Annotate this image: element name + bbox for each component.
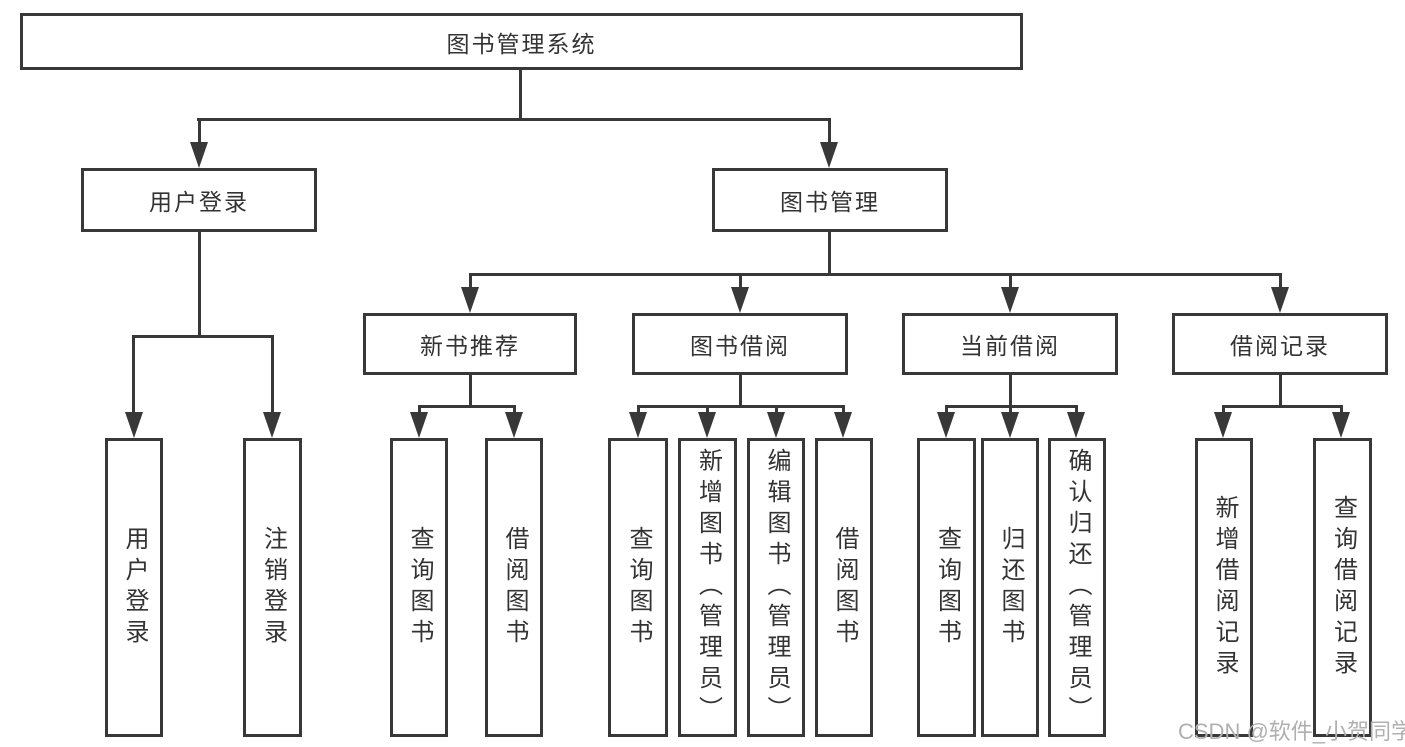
connector-line <box>418 405 421 414</box>
connector-line <box>198 118 201 144</box>
connector-line <box>842 405 845 414</box>
connector-line <box>469 273 472 289</box>
arrowhead <box>505 412 523 438</box>
arrowhead <box>263 412 281 438</box>
node-label: 用户登录 <box>149 189 249 215</box>
connector-line <box>637 405 845 408</box>
node-borrow-records: 借阅记录 <box>1172 313 1388 375</box>
arrowhead <box>820 142 838 168</box>
arrowhead <box>731 287 749 313</box>
arrowhead <box>125 412 143 438</box>
arrowhead <box>410 412 428 438</box>
node-label: 确认归还（管理员） <box>1064 448 1091 727</box>
leaf-query-books-current: 查询图书 <box>917 438 976 737</box>
node-label: 图书借阅 <box>690 333 790 359</box>
leaf-query-books-borrow: 查询图书 <box>608 438 668 737</box>
node-label: 图书管理 <box>780 189 880 215</box>
arrowhead <box>1332 412 1350 438</box>
arrowhead <box>1001 412 1019 438</box>
connector-line <box>519 69 522 118</box>
leaf-add-borrow-record: 新增借阅记录 <box>1195 438 1253 737</box>
arrowhead <box>1067 412 1085 438</box>
connector-line <box>197 118 831 121</box>
node-current-borrow: 当前借阅 <box>902 313 1118 375</box>
node-label: 查询图书 <box>625 525 652 650</box>
connector-line <box>706 405 709 414</box>
node-book-borrow: 图书借阅 <box>632 313 848 375</box>
arrowhead <box>1214 412 1232 438</box>
connector-line <box>513 405 516 414</box>
leaf-add-books-admin: 新增图书（管理员） <box>678 438 737 737</box>
connector-line <box>1009 405 1012 414</box>
connector-line <box>739 375 742 405</box>
leaf-user-login: 用户登录 <box>105 438 163 737</box>
node-label: 查询图书 <box>406 525 433 650</box>
leaf-return-books: 归还图书 <box>981 438 1039 737</box>
arrowhead <box>190 142 208 168</box>
connector-line <box>1279 273 1282 289</box>
node-label: 查询图书 <box>933 525 961 650</box>
connector-line <box>132 335 135 412</box>
connector-line <box>775 405 778 414</box>
connector-line <box>828 118 831 144</box>
arrowhead <box>767 412 785 438</box>
node-label: 借阅图书 <box>831 525 858 650</box>
arrowhead <box>1271 287 1289 313</box>
leaf-borrow-books: 借阅图书 <box>815 438 873 737</box>
connector-line <box>418 405 516 408</box>
arrowhead <box>629 412 647 438</box>
connector-line <box>1279 375 1282 405</box>
leaf-borrow-books-recommend: 借阅图书 <box>485 438 543 737</box>
connector-line <box>271 335 274 412</box>
node-label: 归还图书 <box>997 525 1024 650</box>
connector-line <box>1075 405 1078 414</box>
connector-line <box>198 232 201 335</box>
node-label: 编辑图书（管理员） <box>763 448 790 727</box>
connector-line <box>1222 405 1343 408</box>
connector-line <box>469 375 472 405</box>
node-label: 当前借阅 <box>960 333 1060 359</box>
node-label: 用户登录 <box>121 525 148 650</box>
node-user-login: 用户登录 <box>81 168 317 232</box>
leaf-confirm-return-admin: 确认归还（管理员） <box>1048 438 1106 737</box>
csdn-watermark: CSDN @软件_小贺同学 <box>1178 719 1405 744</box>
connector-line <box>469 273 1281 276</box>
leaf-edit-books-admin: 编辑图书（管理员） <box>747 438 805 737</box>
node-root: 图书管理系统 <box>20 13 1023 70</box>
node-root-label: 图书管理系统 <box>446 30 597 57</box>
node-label: 借阅图书 <box>501 525 528 650</box>
connector-line <box>1340 405 1343 414</box>
node-new-book-recommend: 新书推荐 <box>363 313 577 375</box>
node-label: 借阅记录 <box>1230 333 1330 359</box>
arrowhead <box>1001 287 1019 313</box>
arrowhead <box>834 412 852 438</box>
connector-line <box>945 405 948 414</box>
leaf-query-books-recommend: 查询图书 <box>390 438 448 737</box>
connector-line <box>828 232 831 273</box>
connector-line <box>637 405 640 414</box>
arrowhead <box>937 412 955 438</box>
node-label: 注销登录 <box>259 525 287 650</box>
arrowhead <box>461 287 479 313</box>
connector-line <box>132 335 274 338</box>
node-book-management: 图书管理 <box>712 168 948 232</box>
leaf-logout: 注销登录 <box>243 438 302 737</box>
node-label: 新书推荐 <box>420 333 520 359</box>
node-label: 新增图书（管理员） <box>694 448 722 727</box>
node-label: 查询借阅记录 <box>1329 494 1357 681</box>
node-label: 新增借阅记录 <box>1211 494 1238 681</box>
connector-line <box>1009 375 1012 405</box>
connector-line <box>739 273 742 289</box>
leaf-query-borrow-record: 查询借阅记录 <box>1313 438 1372 737</box>
connector-line <box>1222 405 1225 414</box>
connector-line <box>1009 273 1012 289</box>
arrowhead <box>698 412 716 438</box>
